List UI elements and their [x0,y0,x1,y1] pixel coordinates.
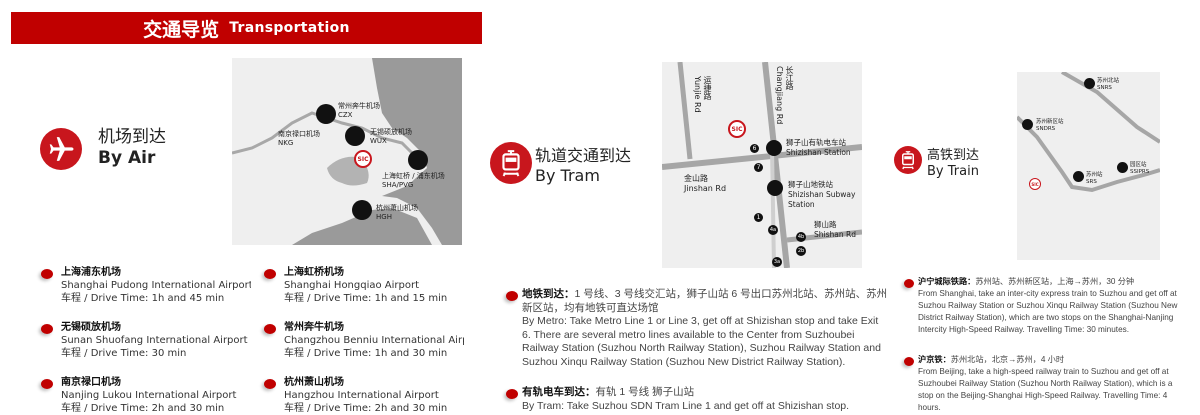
shanghai-nanjing-railway-directions: 沪宁城际铁路：苏州站、苏州新区站，上海→苏州，30 分钟 From Shangh… [918,277,1178,334]
bullet-icon [264,324,276,334]
train-title-cn: 高铁到达 [927,148,980,163]
airport-marker-icon [345,126,365,146]
tram-title-cn: 轨道交通到达 [535,146,632,165]
airport-drive-time: 车程 / Drive Time: 1h and 15 min [284,293,448,304]
tram-section-title: 轨道交通到达 By Tram [535,146,631,186]
airport-list-item: 上海浦东机场 Shanghai Pudong International Airp… [61,266,251,305]
airport-name-cn: 上海浦东机场 [61,267,121,278]
bullet-icon [41,379,53,389]
airport-list-item: 上海虹桥机场 Shanghai Hongqiao Airport 车程 / Driv… [284,266,464,305]
header-title-cn: 交通导览 [143,18,220,41]
sic-location-pin-icon: SIC [728,120,746,138]
exit-6-marker: 6 [750,144,759,153]
bullet-icon [264,269,276,279]
train-section-title: 高铁到达 By Train [927,148,979,181]
metro-directions: 地铁到达：1 号线、3 号线交汇站，狮子山站 6 号出口苏州北站、苏州站、苏州新… [522,288,888,368]
airport-drive-time: 车程 / Drive Time: 2h and 30 min [284,403,448,414]
air-section-title: 机场到达 By Air [98,127,166,170]
airport-list-item: 无锡硕放机场 Sunan Shuofang International Airpo… [61,321,251,360]
bullet-icon [41,324,53,334]
airport-drive-time: 车程 / Drive Time: 1h and 45 min [61,293,225,304]
train-icon [894,146,922,174]
airport-name-en: Shanghai Pudong International Airport [61,280,251,291]
airplane-icon [40,128,82,170]
tram-title-en: By Tram [535,166,600,185]
tram-station-marker-icon [766,140,782,156]
airport-list-item: 常州奔牛机场 Changzhou Benniu International Air… [284,321,464,360]
airport-name-cn: 杭州萧山机场 [284,377,344,388]
exit-2b-marker: 2b [796,246,806,256]
airport-name-en: Changzhou Benniu International Airport [284,335,464,346]
exit-4a-marker: 4a [768,225,778,235]
airport-name-cn: 南京禄口机场 [61,377,121,388]
page-header-banner: 交通导览 Transportation [11,12,482,44]
railway-station-marker-icon [1073,171,1084,182]
bullet-icon [904,279,914,288]
airport-drive-time: 车程 / Drive Time: 2h and 30 min [61,403,225,414]
bullet-icon [506,389,518,399]
airport-list-item: 南京禄口机场 Nanjing Lukou International Airpor… [61,376,251,415]
airport-drive-time: 车程 / Drive Time: 30 min [61,348,187,359]
airport-name-en: Sunan Shuofang International Airport [61,335,248,346]
tram-directions: 有轨电车到达：有轨 1 号线 狮子山站 By Tram: Take Suzhou… [522,386,850,412]
air-title-cn: 机场到达 [98,127,166,147]
airport-name-cn: 常州奔牛机场 [284,322,344,333]
sic-location-pin-icon: SIC [1029,178,1041,190]
airport-name-en: Nanjing Lukou International Airport [61,390,237,401]
beijing-shanghai-railway-directions: 沪京铁：苏州北站，北京→苏州，4 小时 From Beijing, take a… [918,355,1173,412]
tram-icon [490,142,532,184]
airport-name-en: Shanghai Hongqiao Airport [284,280,420,291]
sic-location-pin-icon: SIC [354,150,372,168]
airport-marker-icon [352,200,372,220]
header-title-en: Transportation [229,20,350,36]
bullet-icon [506,291,518,301]
airport-name-en: Hangzhou International Airport [284,390,439,401]
train-title-en: By Train [927,164,979,180]
exit-7-marker: 7 [754,163,763,172]
airport-marker-icon [408,150,428,170]
air-title-en: By Air [98,148,156,169]
exit-4b-marker: 4b [796,232,806,242]
bullet-icon [41,269,53,279]
bullet-icon [264,379,276,389]
exit-3a-marker: 3a [772,257,782,267]
railway-station-marker-icon [1117,162,1128,173]
subway-station-marker-icon [767,180,783,196]
bullet-icon [904,357,914,366]
airport-name-cn: 无锡硕放机场 [61,322,121,333]
airport-marker-icon [316,104,336,124]
airport-list-item: 杭州萧山机场 Hangzhou International Airport 车程 /… [284,376,464,415]
railway-station-marker-icon [1084,78,1095,89]
railway-station-marker-icon [1022,119,1033,130]
airport-drive-time: 车程 / Drive Time: 1h and 30 min [284,348,448,359]
exit-1-marker: 1 [754,213,763,222]
airport-name-cn: 上海虹桥机场 [284,267,344,278]
